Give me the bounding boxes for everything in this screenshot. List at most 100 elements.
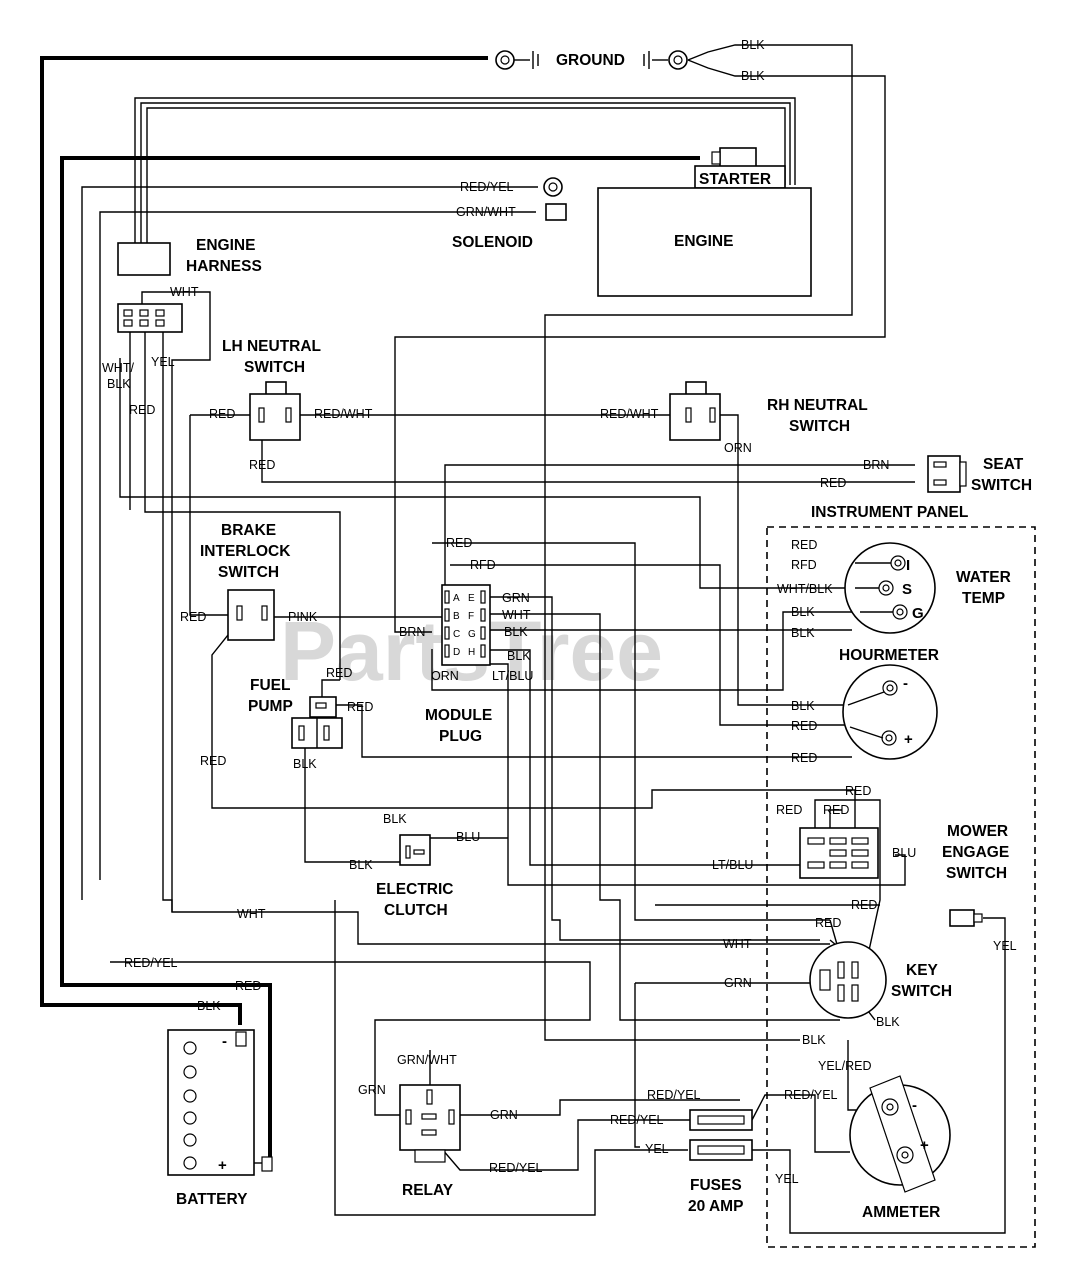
ammeter-minus: -: [912, 1097, 917, 1114]
fuel-pump-label-2: PUMP: [248, 698, 293, 715]
wire-label: RED: [820, 476, 846, 490]
starter-component: [694, 147, 786, 189]
wire-label: RFD: [470, 558, 496, 572]
ammeter-label: AMMETER: [862, 1204, 940, 1221]
lh-neutral-switch: [249, 381, 301, 441]
wire-label: BLK: [383, 812, 407, 826]
temp-terminal-i: I: [906, 557, 910, 574]
wire-label: RED: [815, 916, 841, 930]
wire-label: BLK: [791, 605, 815, 619]
wire-label: LT/BLU: [712, 858, 753, 872]
wire-label: BRN: [863, 458, 889, 472]
brake-interlock-label-3: SWITCH: [218, 564, 279, 581]
lh-neutral-label-1: LH NEUTRAL: [222, 338, 321, 355]
wire-label: PINK: [288, 610, 318, 624]
mower-engage-label-3: SWITCH: [946, 865, 1007, 882]
rh-neutral-label-2: SWITCH: [789, 418, 850, 435]
key-switch-label-1: KEY: [906, 962, 939, 979]
seat-switch-component: [927, 455, 967, 493]
module-plug-label-2: PLUG: [439, 728, 482, 745]
key-switch-component: [809, 941, 887, 1019]
solenoid-label: SOLENOID: [452, 234, 533, 251]
wire-labels: BLK BLK RED/YEL GRN/WHT WHT WHT/ BLK YEL…: [102, 38, 1017, 1186]
wire-label: YEL: [151, 355, 175, 369]
wire-label: RED: [347, 700, 373, 714]
wire-label: RED: [200, 754, 226, 768]
hourmeter-gauge: [842, 664, 938, 760]
ground-terminals: [495, 50, 688, 70]
wire-label: RED: [235, 979, 261, 993]
wire-label: GRN: [724, 976, 752, 990]
wire-label: BLU: [456, 830, 480, 844]
hourmeter-plus: +: [904, 731, 913, 748]
wire-label: BLK: [349, 858, 373, 872]
wire-label: RED: [776, 803, 802, 817]
water-temp-label-2: TEMP: [962, 590, 1005, 607]
module-pin-f: F: [468, 611, 474, 622]
wire-label: WHT/BLK: [777, 582, 833, 596]
wire-label: RED: [823, 803, 849, 817]
wire-label: RED/YEL: [460, 180, 514, 194]
wire-label: RED/YEL: [610, 1113, 664, 1127]
water-temp-label-1: WATER: [956, 569, 1011, 586]
harness-plug: [117, 303, 183, 333]
lh-neutral-label-2: SWITCH: [244, 359, 305, 376]
wire-label: WHT: [237, 907, 266, 921]
fuel-pump-component: [291, 696, 343, 749]
wire-label: BLK: [504, 625, 528, 639]
starter-label: STARTER: [699, 171, 771, 188]
module-plug-label-1: MODULE: [425, 707, 492, 724]
module-pin-c: C: [453, 629, 460, 640]
wire-label: WHT: [170, 285, 199, 299]
wire-label: WHT: [723, 937, 752, 951]
wire-label: RED/WHT: [314, 407, 373, 421]
module-plug-component: [441, 584, 491, 666]
wire-label: GRN: [502, 591, 530, 605]
module-pin-h: H: [468, 647, 475, 658]
brake-interlock-switch: [227, 589, 275, 641]
hourmeter-label: HOURMETER: [839, 647, 939, 664]
relay-label: RELAY: [402, 1182, 454, 1199]
wire-label: RED: [791, 719, 817, 733]
wire-label: BLK: [802, 1033, 826, 1047]
wire-label: RED/YEL: [124, 956, 178, 970]
wire-label: GRN: [490, 1108, 518, 1122]
temp-terminal-g: G: [912, 605, 924, 622]
key-switch-label-2: SWITCH: [891, 983, 952, 1000]
engine-harness-label-1: ENGINE: [196, 237, 255, 254]
wire-label: RED/WHT: [600, 407, 659, 421]
component-labels: GROUND STARTER ENGINE ENGINE HARNESS SOL…: [176, 52, 1032, 1221]
wire-label: RED: [845, 784, 871, 798]
wire-label: WHT/: [102, 361, 134, 375]
rh-neutral-switch: [669, 381, 721, 441]
ammeter-plus: +: [920, 1137, 929, 1154]
battery-label: BATTERY: [176, 1191, 248, 1208]
wire-label: GRN: [358, 1083, 386, 1097]
module-pin-letters: A B C D E F G H: [453, 593, 476, 658]
loose-terminal: [949, 909, 983, 927]
wire-label: LT/BLU: [492, 669, 533, 683]
fuses-label-2: 20 AMP: [688, 1198, 743, 1215]
wire-label: RED: [209, 407, 235, 421]
instrument-panel-outline: [766, 526, 1036, 1248]
wire-label: RED: [249, 458, 275, 472]
battery-minus: -: [222, 1033, 227, 1050]
ground-label: GROUND: [556, 52, 625, 69]
module-pin-e: E: [468, 593, 475, 604]
battery-component: [167, 1029, 273, 1176]
wire-label: YEL: [645, 1142, 669, 1156]
module-pin-a: A: [453, 593, 460, 604]
wire-label: RED: [791, 538, 817, 552]
wire-label: GRN/WHT: [456, 205, 516, 219]
instrument-panel-label: INSTRUMENT PANEL: [811, 504, 968, 521]
wire-label: RED: [446, 536, 472, 550]
ammeter-gauge: [849, 1075, 951, 1193]
electric-clutch-label-2: CLUTCH: [384, 902, 448, 919]
wire-label: ORN: [724, 441, 752, 455]
mower-engage-label-2: ENGAGE: [942, 844, 1009, 861]
wire-label: BLK: [507, 649, 531, 663]
fuses-label-1: FUSES: [690, 1177, 742, 1194]
rh-neutral-label-1: RH NEUTRAL: [767, 397, 868, 414]
